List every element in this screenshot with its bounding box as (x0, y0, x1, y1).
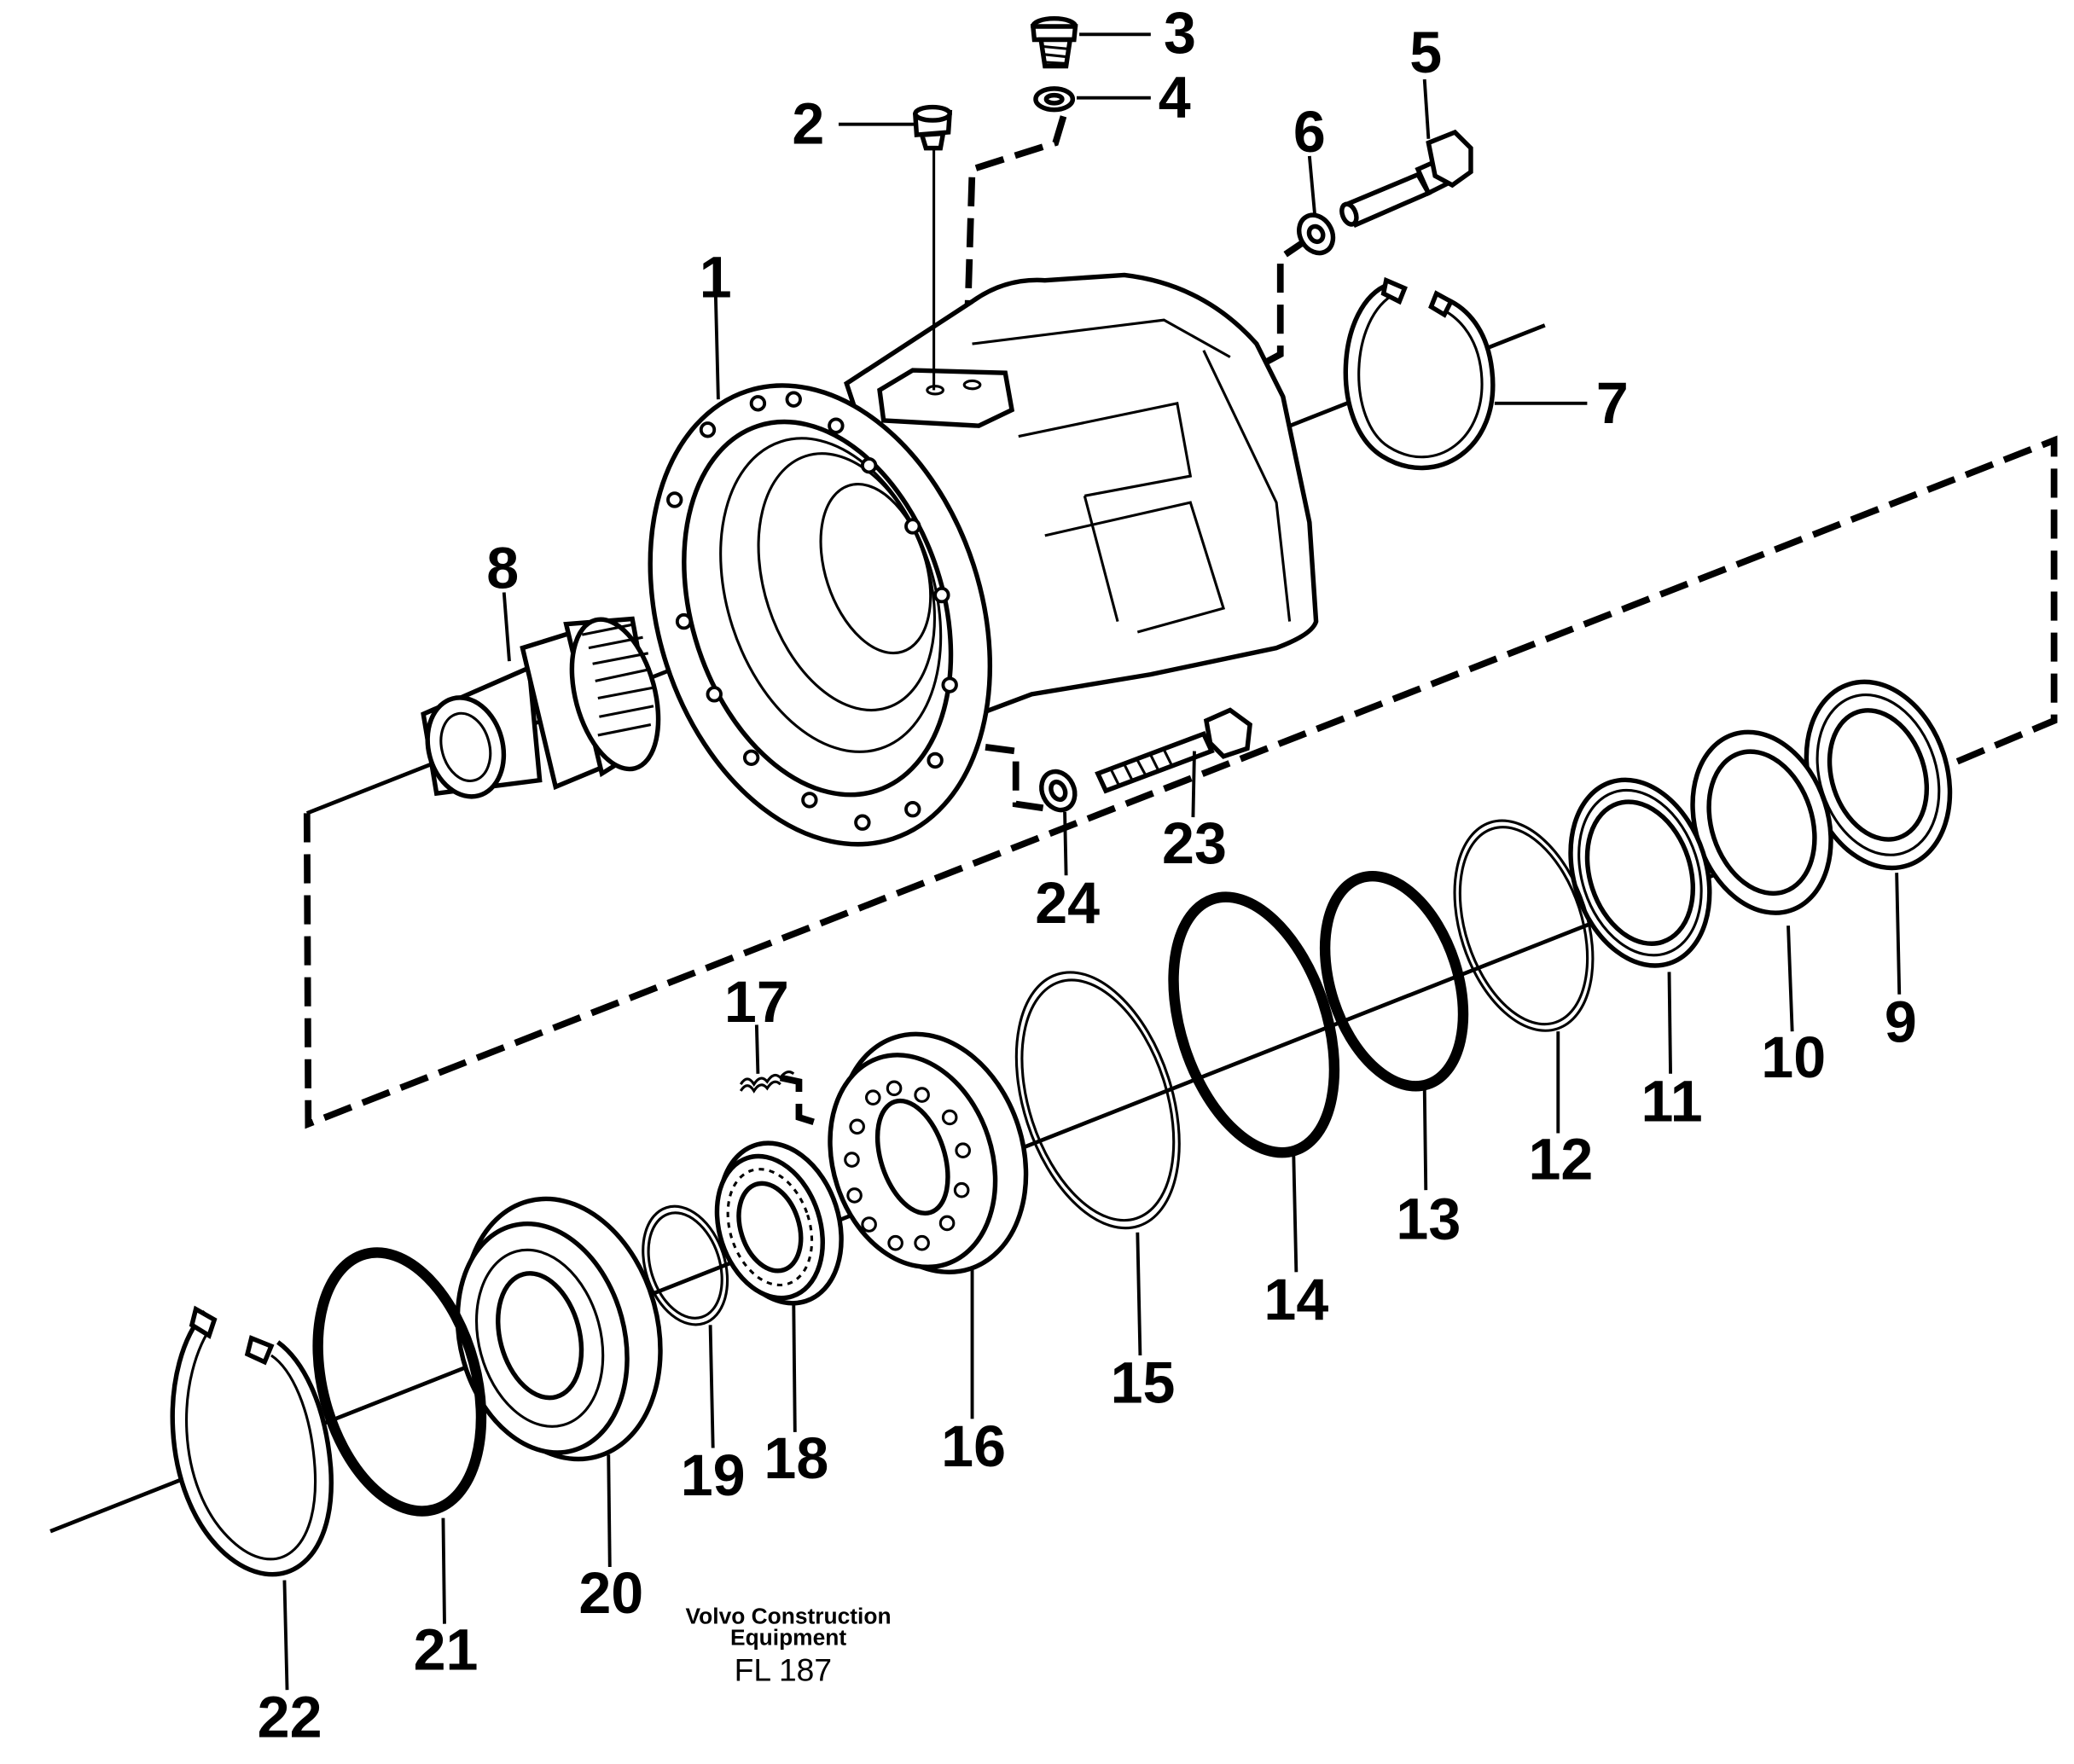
snap-ring-part-15 (1014, 971, 1181, 1230)
bolt-part-23 (1095, 707, 1252, 794)
leader-part-6 (1261, 235, 1312, 367)
callout-14: 14 (1264, 1268, 1328, 1332)
callout-23: 23 (1162, 811, 1227, 876)
housing-bore-3 (819, 483, 932, 655)
plug-part-3 (1030, 15, 1078, 69)
drawing-code: FL 187 (735, 1651, 832, 1687)
footer: Volvo Construction Equipment FL 187 (686, 1604, 892, 1688)
callout-4: 4 (1159, 66, 1191, 131)
callout-10: 10 (1761, 1025, 1826, 1090)
bearing-part-18 (714, 1140, 844, 1306)
washer-part-24 (1039, 769, 1078, 813)
callout-17: 17 (724, 970, 789, 1035)
snap-ring-part-12 (1453, 819, 1595, 1032)
leader-lines (282, 32, 1902, 1691)
callout-19: 19 (681, 1443, 746, 1508)
callout-20: 20 (578, 1561, 643, 1626)
callout-15: 15 (1111, 1351, 1176, 1416)
piston-part-16 (828, 1031, 1029, 1275)
connection-frame (303, 435, 2058, 1129)
callout-16: 16 (941, 1414, 1006, 1479)
leader-part-17 (779, 1074, 822, 1128)
bearing-washer-part-11 (1568, 777, 1712, 968)
callout-12: 12 (1528, 1128, 1593, 1192)
housing-bore-1 (719, 437, 943, 753)
washer-part-6 (1297, 212, 1336, 256)
callout-1: 1 (700, 246, 732, 310)
housing-rib-1 (972, 318, 1231, 358)
callout-numbers: 1 2 3 4 5 6 7 8 9 10 11 12 13 14 15 16 1… (258, 1, 1917, 1750)
callout-13: 13 (1396, 1187, 1461, 1251)
callout-11: 11 (1641, 1069, 1703, 1134)
plug-part-2 (912, 104, 953, 391)
callout-2: 2 (792, 92, 824, 157)
leader-part-4 (961, 115, 1067, 384)
leader-part-23 (985, 744, 1053, 813)
callout-9: 9 (1885, 989, 1917, 1054)
callout-7: 7 (1596, 371, 1629, 436)
flange-bolt-holes (666, 391, 958, 831)
callout-6: 6 (1293, 100, 1326, 165)
callout-22: 22 (258, 1686, 322, 1750)
housing-rib-5 (1083, 495, 1119, 623)
snap-ring-part-19 (642, 1204, 729, 1326)
callout-8: 8 (486, 537, 519, 601)
o-ring-part-13 (1319, 871, 1469, 1092)
callout-24: 24 (1035, 871, 1100, 936)
washer-part-10 (1690, 729, 1833, 915)
housing-rib-2 (1018, 401, 1193, 497)
piston-part-20 (455, 1196, 663, 1462)
o-ring-part-21 (312, 1247, 487, 1517)
callout-5: 5 (1409, 20, 1442, 85)
housing-part-1 (648, 272, 1319, 847)
callout-3: 3 (1164, 1, 1196, 66)
bolt-part-5 (1339, 129, 1473, 229)
shaft-part-8 (421, 616, 661, 799)
housing-rib-3 (1044, 501, 1226, 634)
thrust-washer-part-9 (1804, 679, 1953, 871)
o-ring-part-14 (1168, 891, 1340, 1158)
housing-flange-inner (682, 419, 954, 798)
snap-ring-part-7 (1343, 276, 1496, 471)
brand-line-2: Equipment (730, 1624, 846, 1650)
housing-rib-4 (1202, 350, 1292, 622)
brand-line-1: Volvo Construction (686, 1604, 892, 1629)
spring-part-17 (739, 1070, 795, 1094)
callout-21: 21 (414, 1618, 479, 1683)
housing-top-boss (877, 368, 1015, 428)
boss-hole-2 (962, 379, 982, 391)
snap-ring-part-22 (170, 1305, 334, 1577)
washer-part-4 (1033, 86, 1076, 113)
callout-18: 18 (764, 1426, 828, 1491)
